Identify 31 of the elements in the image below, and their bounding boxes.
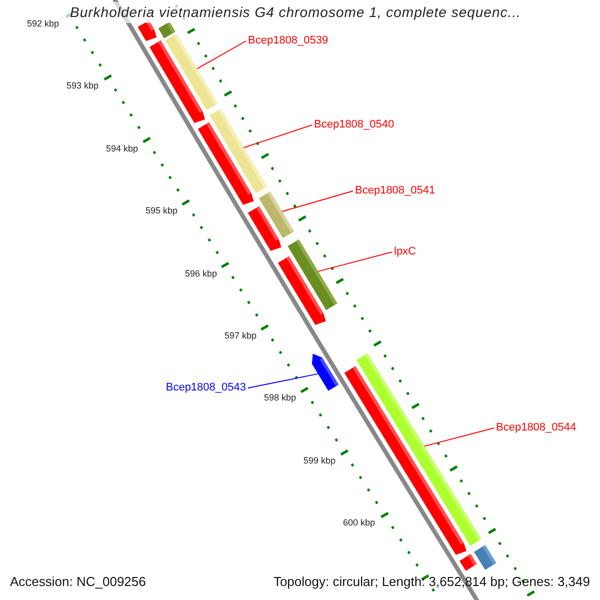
gene-block (312, 354, 339, 391)
gene-label: Bcep1808_0540 (314, 118, 394, 132)
gene-label: Bcep1808_0543 (166, 382, 246, 394)
position-label: 597 kbp (224, 330, 256, 342)
gene-block (460, 554, 477, 571)
leader-line (282, 190, 354, 212)
position-label: 595 kbp (145, 206, 178, 217)
gene-block (248, 206, 282, 251)
position-label: 600 kbp (342, 518, 375, 529)
leader-line (196, 40, 246, 70)
leader-line (318, 252, 392, 272)
position-label: 598 kbp (264, 392, 296, 404)
position-label: 593 kbp (66, 80, 98, 92)
gene-label: Bcep1808_0539 (248, 34, 328, 48)
genome-info-text: Accession: NC_009256 (10, 574, 146, 590)
position-label: 592 kbp (26, 18, 59, 30)
gene-block (474, 545, 496, 570)
position-label: 599 kbp (303, 455, 336, 466)
gene-block (198, 122, 254, 205)
leader-line (243, 124, 312, 148)
genome-info-text: Topology: circular; Length: 3,652,814 bp; Genes: 3,349 (273, 574, 590, 590)
gene-label: Bcep1808_0541 (355, 184, 436, 198)
gene-block (344, 366, 466, 555)
gene-label: Bcep1808_0544 (496, 422, 576, 434)
leader-line (424, 428, 494, 447)
gene-block (150, 40, 205, 123)
leader-line (248, 373, 318, 388)
gene-block (278, 256, 326, 325)
position-label: 594 kbp (106, 143, 138, 154)
gene-label: lpxC (394, 246, 416, 258)
position-label: 596 kbp (184, 268, 217, 280)
